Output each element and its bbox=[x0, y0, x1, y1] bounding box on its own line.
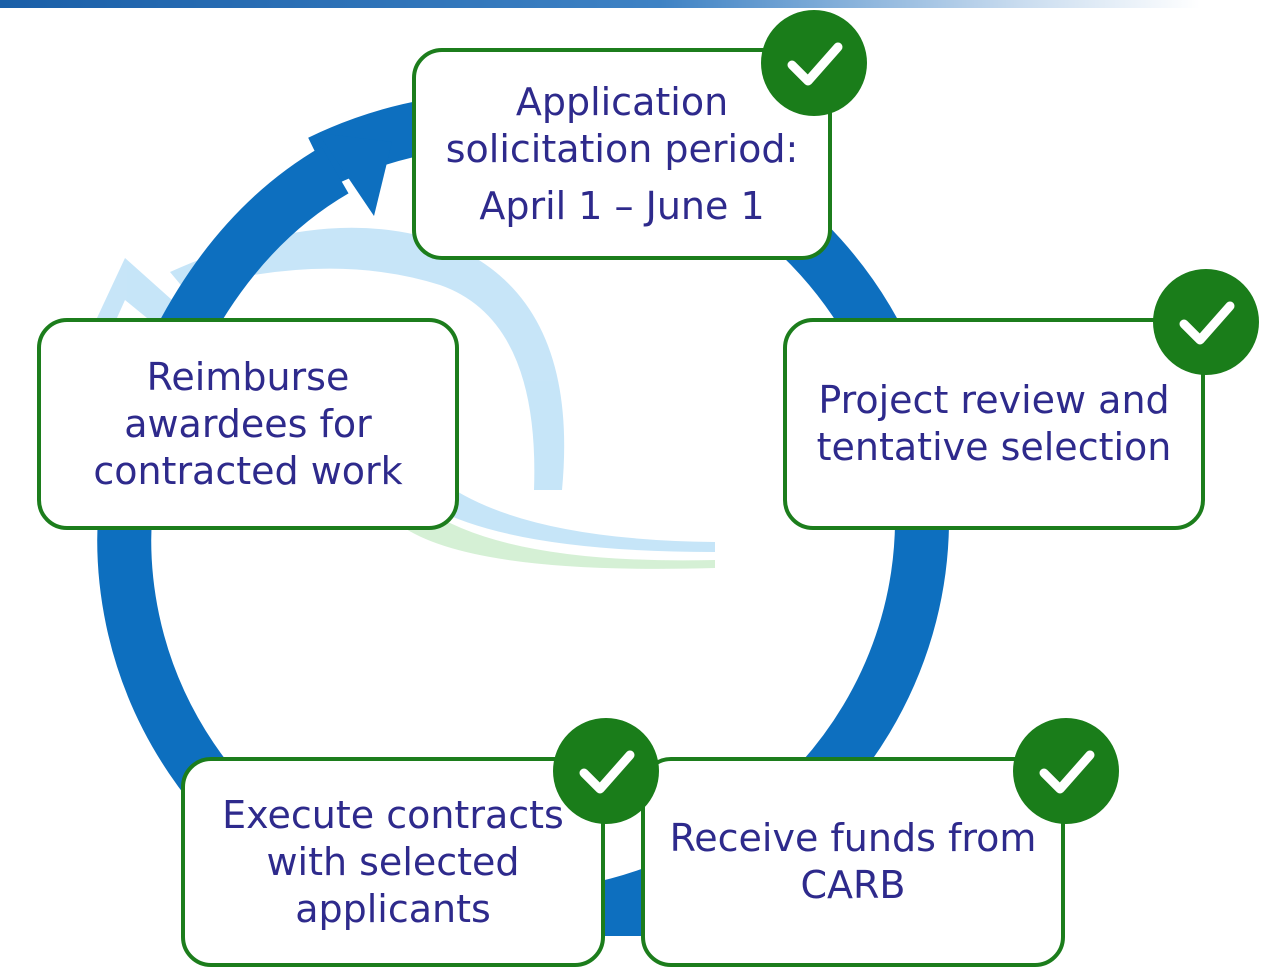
step-reimburse-line-1: Reimburse bbox=[146, 354, 350, 399]
checkmark-icon bbox=[1179, 301, 1235, 345]
check-badge-review bbox=[1153, 269, 1259, 375]
step-application: Application solicitation period: April 1… bbox=[412, 48, 832, 260]
step-funds-line-2: CARB bbox=[800, 863, 906, 907]
check-badge-funds bbox=[1013, 718, 1119, 824]
step-application-dates: April 1 – June 1 bbox=[479, 183, 765, 228]
step-reimburse-line-3: contracted work bbox=[93, 448, 403, 493]
cycle-bottom-segment bbox=[598, 884, 644, 936]
cycle-arc-upper bbox=[156, 146, 349, 353]
step-application-line-1: Application bbox=[515, 79, 729, 124]
checkmark-icon bbox=[787, 42, 843, 86]
step-funds: Receive funds from CARB bbox=[641, 757, 1065, 967]
header-accent-bar bbox=[0, 0, 1200, 8]
checkmark-icon bbox=[1039, 750, 1095, 794]
step-contracts-line-1: Execute contracts bbox=[222, 792, 564, 837]
step-reimburse-line-2: awardees for bbox=[124, 401, 372, 446]
check-badge-application bbox=[761, 10, 867, 116]
step-application-line-2: solicitation period: bbox=[445, 126, 799, 171]
step-funds-line-1: Receive funds from bbox=[669, 816, 1037, 860]
step-contracts-line-3: applicants bbox=[295, 886, 491, 931]
checkmark-icon bbox=[579, 750, 635, 794]
step-review-line-1: Project review and bbox=[818, 378, 1170, 422]
step-contracts-line-2: with selected bbox=[266, 839, 520, 884]
step-reimburse: Reimburse awardees for contracted work bbox=[37, 318, 459, 530]
check-badge-contracts bbox=[553, 718, 659, 824]
step-review: Project review and tentative selection bbox=[783, 318, 1205, 530]
step-review-line-2: tentative selection bbox=[816, 425, 1172, 469]
step-contracts: Execute contracts with selected applican… bbox=[181, 757, 605, 967]
cycle-arrow-icon bbox=[318, 133, 392, 216]
